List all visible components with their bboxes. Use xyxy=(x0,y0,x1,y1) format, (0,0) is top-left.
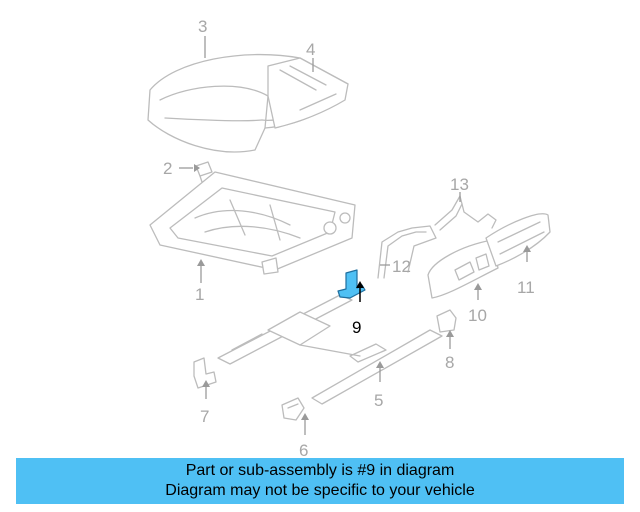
banner-line-2: Diagram may not be specific to your vehi… xyxy=(165,482,475,499)
info-banner: Part or sub-assembly is #9 in diagram Di… xyxy=(16,458,624,504)
callout-8[interactable]: 8 xyxy=(445,353,454,372)
part-4-cushion-cover[interactable] xyxy=(267,57,349,129)
part-9-bracket-highlighted[interactable] xyxy=(337,269,366,299)
part-12-wire-harness[interactable] xyxy=(377,225,437,279)
callout-10[interactable]: 10 xyxy=(468,306,487,325)
callouts: 3 4 2 1 13 12 11 10 9 8 7 5 6 xyxy=(163,17,535,460)
part-1-seat-frame[interactable] xyxy=(149,171,356,275)
callout-6[interactable]: 6 xyxy=(299,441,308,460)
callout-1[interactable]: 1 xyxy=(195,285,204,304)
part-6-bracket[interactable] xyxy=(281,397,305,421)
part-8-bracket[interactable] xyxy=(436,309,457,333)
part-11-side-shield[interactable] xyxy=(485,213,551,267)
part-10-switch-panel[interactable] xyxy=(427,239,499,299)
callout-5[interactable]: 5 xyxy=(374,391,383,410)
callout-2[interactable]: 2 xyxy=(163,159,172,178)
callout-4[interactable]: 4 xyxy=(306,40,315,59)
part-5-seat-track[interactable] xyxy=(217,294,443,405)
callout-7[interactable]: 7 xyxy=(200,407,209,426)
part-7-bracket[interactable] xyxy=(193,357,217,389)
leader-lines xyxy=(179,36,531,435)
part-2-clip[interactable] xyxy=(195,161,213,183)
banner-line-1: Part or sub-assembly is #9 in diagram xyxy=(185,462,455,479)
part-13-cable[interactable] xyxy=(434,195,497,231)
callout-3[interactable]: 3 xyxy=(198,17,207,36)
callout-9[interactable]: 9 xyxy=(352,318,361,337)
callout-12[interactable]: 12 xyxy=(392,257,411,276)
callout-11[interactable]: 11 xyxy=(517,278,535,297)
callout-13[interactable]: 13 xyxy=(450,175,469,194)
